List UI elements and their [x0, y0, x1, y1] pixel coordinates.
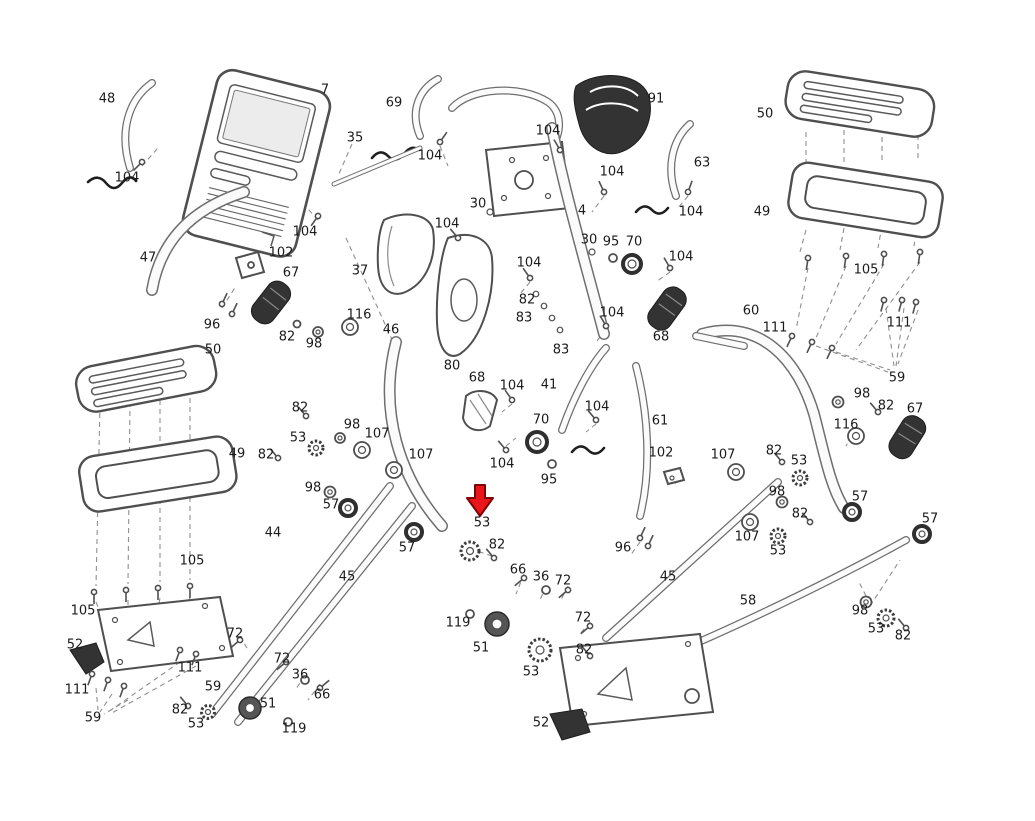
rail-45-right — [602, 478, 782, 642]
bracket-102-left — [261, 231, 275, 247]
stabilizer-center — [558, 632, 715, 728]
cover-80 — [435, 233, 494, 357]
cone-68-left — [461, 390, 499, 432]
rail-45-left — [234, 502, 416, 726]
grip-67-far-right — [888, 415, 927, 460]
handlebar-grip-left — [121, 79, 156, 172]
rail-44 — [208, 482, 394, 718]
arm-46 — [383, 336, 448, 532]
tube-41 — [558, 344, 610, 434]
main-post — [448, 86, 610, 340]
pedal-frame-right — [787, 161, 944, 239]
tube-61 — [632, 362, 652, 520]
handle-63 — [667, 120, 694, 200]
handle-69 — [411, 75, 442, 140]
foot-52-left — [69, 642, 105, 675]
wire-left — [86, 176, 138, 190]
cover-37 — [376, 213, 435, 295]
grip-68-right — [647, 286, 687, 331]
pedal-top-left — [74, 344, 218, 413]
foot-52-center — [549, 708, 591, 741]
hardware-washers — [200, 208, 932, 727]
pedal-top-right — [784, 70, 936, 138]
bracket-102-right — [662, 466, 686, 486]
rod-35 — [331, 145, 423, 187]
pedal-frame-left — [77, 435, 238, 513]
wire-41 — [570, 445, 606, 455]
grip-67-left — [250, 280, 292, 325]
down-arrow-icon — [466, 484, 494, 517]
shield-cover-91 — [573, 75, 651, 155]
highlight-arrow — [465, 484, 495, 522]
stabilizer-left — [96, 595, 235, 673]
wire-63 — [634, 205, 670, 215]
arm-60 — [692, 324, 850, 514]
console-part — [181, 68, 332, 258]
handlebar-post — [146, 186, 266, 296]
